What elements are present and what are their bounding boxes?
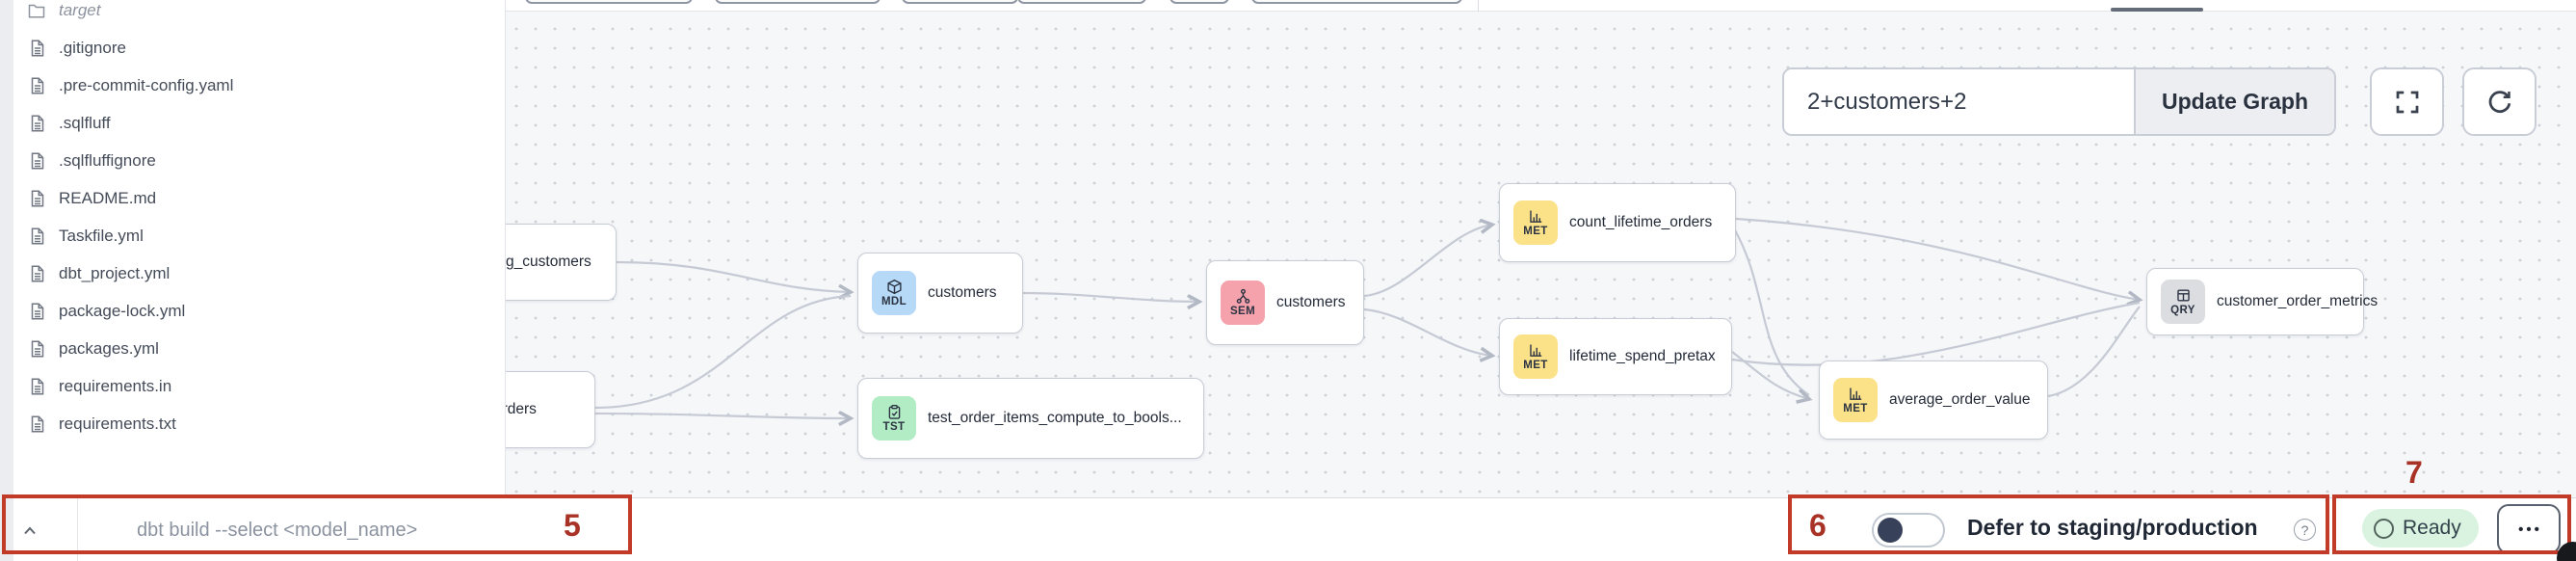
update-graph-button[interactable]: Update Graph [2134,69,2334,134]
toolbar-button-partial[interactable] [715,0,881,4]
fullscreen-button[interactable] [2370,67,2444,136]
node-badge: MET [1523,226,1548,237]
node-badge: QRY [2170,305,2195,316]
file-name: .sqlfluff [59,113,111,132]
lineage-node-customers-semantic[interactable]: SEM customers [1206,260,1364,345]
node-label: average_order_value [1889,391,2031,408]
lineage-selector-control: Update Graph [1782,67,2336,136]
file-icon [31,190,44,206]
file-name: package-lock.yml [59,301,186,320]
node-badge: MET [1523,360,1548,371]
metric-icon: MET [1513,200,1558,245]
file-icon [31,265,44,281]
node-badge: MET [1843,403,1868,414]
ellipsis-icon: ••• [2518,521,2542,538]
toolbar-button-partial[interactable] [1017,0,1146,4]
defer-toggle-label: Defer to staging/production [1967,515,2258,540]
lineage-selector-input[interactable] [1784,69,2134,134]
file-name: README.md [59,188,157,207]
file-name: packages.yml [59,338,159,358]
folder-icon [28,4,45,17]
toolbar-button-partial[interactable] [525,0,693,4]
node-label: count_lifetime_orders [1569,214,1713,230]
file-name: .gitignore [59,38,126,57]
lineage-node-lifetime-spend-pretax[interactable]: MET lifetime_spend_pretax [1499,318,1732,395]
file-icon [31,303,44,319]
file-row[interactable]: package-lock.yml [0,292,506,330]
overflow-menu-button[interactable]: ••• [2497,504,2561,554]
file-name: .sqlfluffignore [59,150,156,170]
file-name: Taskfile.yml [59,226,144,245]
pane-divider [1478,0,1479,12]
node-badge: SEM [1229,306,1256,317]
status-label: Ready [2403,517,2461,539]
file-icon [31,115,44,131]
file-name: target [59,0,101,19]
file-icon [31,40,44,56]
semantic-model-icon: SEM [1221,280,1265,325]
file-name: .pre-commit-config.yaml [59,75,234,94]
bottom-command-bar: Defer to staging/production ? Ready ••• [0,497,2576,561]
node-label: customer_order_metrics [2217,293,2379,309]
refresh-icon [2488,90,2510,113]
file-row[interactable]: .sqlfluffignore [0,142,506,179]
file-row[interactable]: .gitignore [0,29,506,67]
toolbar-button-partial[interactable] [1251,0,1462,4]
top-toolbar-strip [0,0,2576,12]
model-icon: MDL [872,271,916,315]
file-icon [31,378,44,394]
defer-toggle[interactable] [1872,513,1945,548]
lineage-node-average-order-value[interactable]: MET average_order_value [1819,361,2048,440]
refresh-button[interactable] [2462,67,2537,136]
collapse-panel-button[interactable] [13,515,46,548]
node-badge: TST [882,421,906,433]
file-name: dbt_project.yml [59,263,171,282]
file-icon [31,340,44,357]
file-row[interactable]: .sqlfluff [0,104,506,142]
node-label: customers [1276,294,1346,310]
toolbar-button-partial[interactable] [1170,0,1229,4]
file-name: requirements.txt [59,414,176,433]
toggle-knob [1878,518,1903,543]
active-tab-underline [2111,8,2203,12]
node-label: test_order_items_compute_to_bools... [928,410,1182,426]
file-row[interactable]: .pre-commit-config.yaml [0,67,506,104]
file-row[interactable]: requirements.in [0,367,506,405]
lineage-node-count-lifetime-orders[interactable]: MET count_lifetime_orders [1499,183,1736,262]
dbt-command-input[interactable] [137,512,541,548]
fullscreen-icon [2396,91,2418,113]
status-ring-icon [2374,518,2394,539]
metric-icon: MET [1513,334,1558,379]
lineage-node-customer-order-metrics[interactable]: QRY customer_order_metrics [2146,268,2378,335]
node-label: lifetime_spend_pretax [1569,348,1716,364]
file-row[interactable]: requirements.txt [0,405,506,442]
file-icon [31,227,44,244]
file-row[interactable]: packages.yml [0,330,506,367]
test-icon: TST [872,396,916,441]
status-badge: Ready [2362,509,2479,548]
chevron-up-icon [24,526,36,535]
bottom-bar-divider [77,498,78,561]
file-name: requirements.in [59,376,172,395]
node-label: stg_customers [494,254,591,270]
file-row[interactable]: dbt_project.yml [0,254,506,292]
lineage-node-test-order-items[interactable]: TST test_order_items_compute_to_bools... [857,378,1204,459]
lineage-node-customers-model[interactable]: MDL customers [857,253,1023,334]
file-row[interactable]: README.md [0,179,506,217]
node-badge: MDL [881,296,907,307]
toolbar-button-partial[interactable] [902,0,1018,4]
metric-icon: MET [1833,378,1878,422]
file-icon [31,415,44,432]
file-row-target-folder[interactable]: target [0,0,506,29]
file-row[interactable]: Taskfile.yml [0,217,506,254]
file-icon [31,152,44,169]
sidebar-gutter [0,0,13,561]
file-explorer-panel: target .gitignore .pre-commit-config.yam… [0,0,506,497]
saved-query-icon: QRY [2161,280,2205,324]
help-icon[interactable]: ? [2294,519,2316,541]
file-list: target .gitignore .pre-commit-config.yam… [0,0,506,442]
node-label: customers [928,284,997,301]
file-icon [31,77,44,94]
